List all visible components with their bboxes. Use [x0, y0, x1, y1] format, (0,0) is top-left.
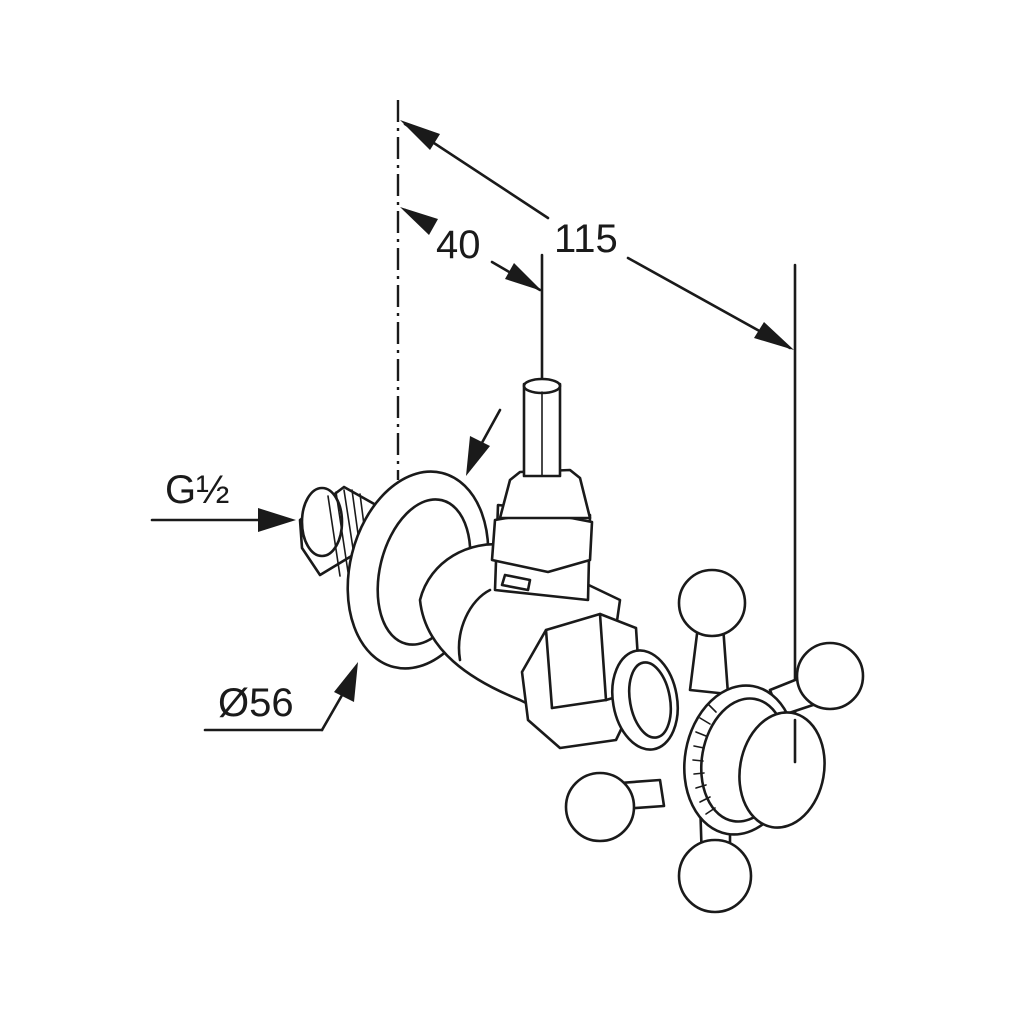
rosette-leader: Ø56 — [203, 662, 358, 732]
right-handle-knob — [795, 641, 865, 711]
thread-leader: G½ — [150, 468, 296, 532]
spindle-collar — [611, 649, 679, 751]
dimension-115-label: 115 — [554, 217, 618, 261]
handle-cap — [738, 711, 826, 829]
thread-label: G½ — [165, 468, 229, 512]
rosette-diameter-label: Ø56 — [218, 681, 294, 725]
bottom-handle-knob — [677, 838, 753, 914]
dimension-115: 115 — [400, 120, 794, 350]
dimension-40-label: 40 — [436, 223, 481, 267]
dimension-40: 40 — [400, 207, 542, 292]
outlet-stem — [490, 377, 594, 602]
left-handle-knob — [564, 771, 636, 843]
top-handle-knob — [677, 568, 747, 638]
cross-handle — [564, 568, 865, 914]
rosette-upper-leader — [466, 408, 502, 476]
